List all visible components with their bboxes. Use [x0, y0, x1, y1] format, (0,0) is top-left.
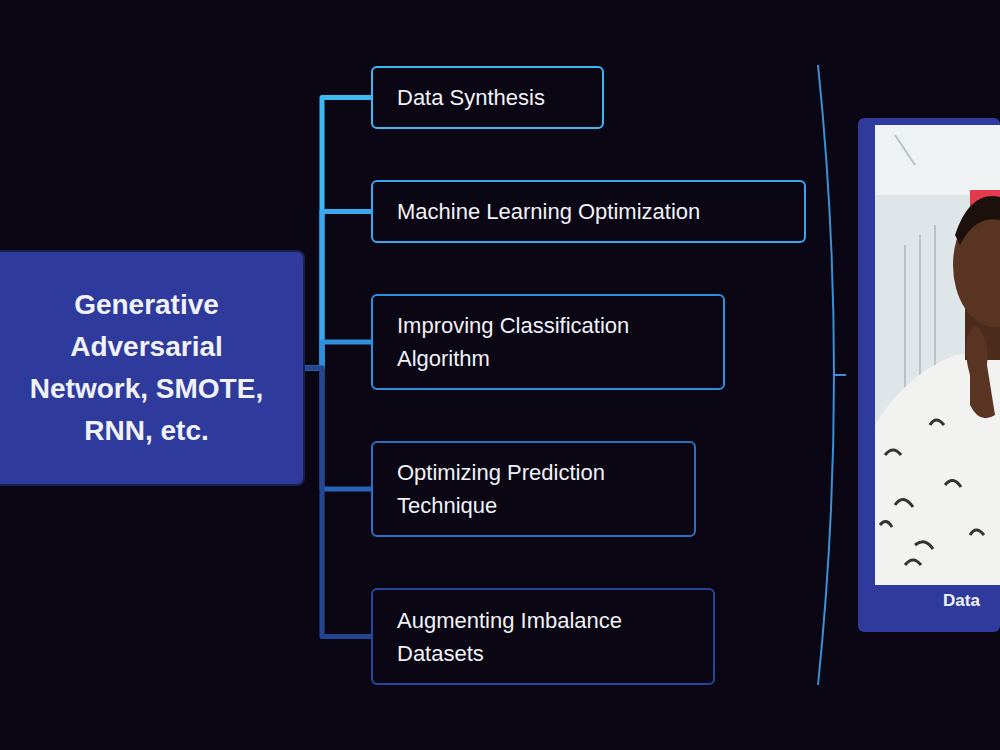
- shirt-pattern: [880, 420, 984, 565]
- hair: [955, 196, 1000, 245]
- process-box: Augmenting Imbalance Datasets: [371, 588, 715, 685]
- process-box: Data Synthesis: [371, 66, 604, 129]
- box-label: Improving Classification Algorithm: [397, 309, 699, 375]
- box-label: Machine Learning Optimization: [397, 195, 700, 228]
- box-label: Optimizing Prediction Technique: [397, 456, 670, 522]
- curly-bracket: [818, 65, 834, 685]
- hand: [966, 325, 995, 418]
- source-box: Generative Adversarial Network, SMOTE, R…: [0, 250, 305, 486]
- method-list: Generative Adversarial Network, SMOTE, R…: [16, 284, 277, 452]
- box-label: Data Synthesis: [397, 81, 545, 114]
- tree-connector: [305, 368, 371, 637]
- bracket-tick: [834, 374, 846, 376]
- box-label: Augmenting Imbalance Datasets: [397, 604, 689, 670]
- photo-background: [875, 125, 1000, 585]
- tree-connector: [305, 98, 371, 369]
- tree-connector: [305, 342, 371, 368]
- presenter-photo: [875, 125, 1000, 585]
- process-box: Machine Learning Optimization: [371, 180, 806, 243]
- process-box: Improving Classification Algorithm: [371, 294, 725, 390]
- tree-connector: [305, 212, 371, 369]
- ceiling: [875, 125, 1000, 195]
- tree-connector: [305, 368, 371, 489]
- process-box: Optimizing Prediction Technique: [371, 441, 696, 537]
- panel-caption: Data: [943, 588, 980, 614]
